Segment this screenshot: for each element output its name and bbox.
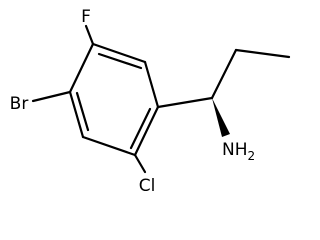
ring-bond-c3-c4 (133, 105, 160, 157)
amine-hydrogen-count: 2 (248, 149, 256, 163)
bond-chiral-carbon-ch2 (210, 48, 238, 100)
atom-label-bromine: Br (10, 94, 29, 114)
ring-bond-c1-c2 (91, 42, 147, 64)
stereo-wedge-bond-amine (212, 98, 230, 137)
bond-c1-fluorine (84, 24, 95, 46)
bond-c6-bromine (31, 90, 72, 103)
ring-double-bond-inner-3 (75, 91, 90, 132)
atom-label-chlorine: Cl (139, 176, 156, 196)
atom-label-amine: NH2 (222, 140, 255, 163)
ring-double-bond-inner-2 (129, 107, 152, 150)
molecule-structure-diagram: F Br Cl NH2 (10, 7, 291, 196)
atom-label-fluorine: F (81, 7, 91, 27)
bond-c4-chlorine (133, 153, 147, 174)
ring-bond-c6-c1 (68, 42, 95, 94)
ring-bond-c5-c6 (68, 90, 85, 139)
ring-double-bond-inner-1 (97, 52, 143, 70)
bond-ch2-ch3 (234, 48, 291, 59)
bond-c3-chiral-carbon (156, 96, 214, 109)
amine-hydrogen-symbol: H (235, 140, 248, 160)
ring-bond-c4-c5 (81, 135, 137, 157)
amine-nitrogen-symbol: N (222, 140, 235, 160)
ring-bond-c2-c3 (143, 60, 160, 109)
